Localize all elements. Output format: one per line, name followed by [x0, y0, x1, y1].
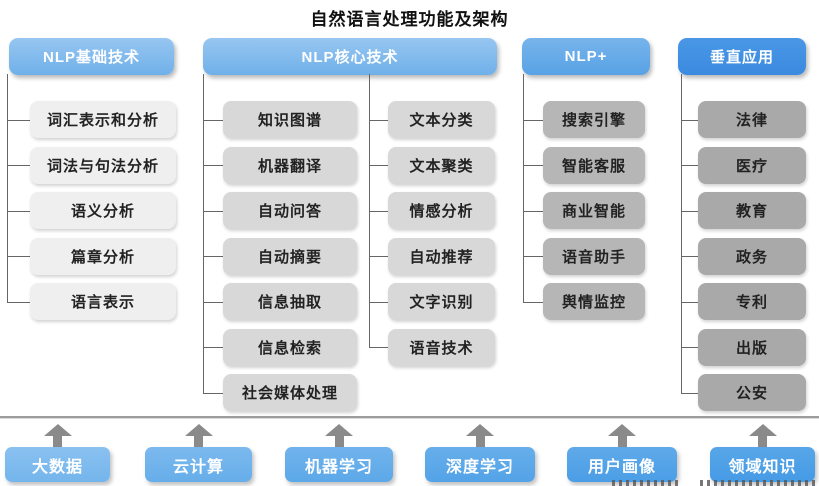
tree-node: 机器翻译 — [203, 146, 357, 184]
foundation-divider — [0, 416, 819, 419]
up-arrow-icon — [710, 424, 815, 447]
tree-node: 文本分类 — [369, 101, 495, 138]
tree-node: 智能客服 — [523, 146, 645, 184]
column-nlp-basic-tech: 词汇表示和分析 词法与句法分析 语义分析 篇章分析 语言表示 — [7, 101, 176, 320]
tree-node: 词汇表示和分析 — [7, 101, 176, 138]
tree-node: 政务 — [681, 237, 806, 275]
tree-node: 信息检索 — [203, 328, 357, 366]
watermark-fragment — [700, 480, 816, 486]
tree-node: 词法与句法分析 — [7, 146, 176, 184]
foundation-group: 机器学习 — [285, 424, 393, 482]
column-vertical-apps: 法律 医疗 教育 政务 专利 出版 公安 — [681, 101, 806, 411]
tree-node: 商业智能 — [523, 192, 645, 229]
tree-node: 语言表示 — [7, 283, 176, 320]
watermark-fragment — [612, 480, 678, 486]
tree-node: 公安 — [681, 374, 806, 411]
foundation-group: 领域知识 — [710, 424, 815, 482]
tree-node: 舆情监控 — [523, 283, 645, 320]
tree-node: 教育 — [681, 192, 806, 229]
foundation-group: 大数据 — [5, 424, 110, 482]
foundation-box: 云计算 — [145, 447, 252, 482]
connector-spine — [681, 74, 682, 393]
foundation-box: 大数据 — [5, 447, 110, 482]
foundation-box: 深度学习 — [425, 447, 535, 482]
column-nlp-plus: 搜索引擎 智能客服 商业智能 语音助手 舆情监控 — [523, 101, 645, 320]
tree-node: 篇章分析 — [7, 237, 176, 275]
column-header-vertical-apps: 垂直应用 — [678, 38, 806, 75]
column-header-nlp-plus: NLP+ — [522, 38, 650, 75]
tree-node: 自动摘要 — [203, 237, 357, 275]
foundation-box: 用户画像 — [567, 447, 677, 482]
column-nlp-core-tech-left: 知识图谱 机器翻译 自动问答 自动摘要 信息抽取 信息检索 社会媒体处理 — [203, 101, 357, 411]
foundation-group: 用户画像 — [567, 424, 677, 482]
tree-node: 信息抽取 — [203, 283, 357, 320]
column-header-nlp-core-tech: NLP核心技术 — [203, 38, 497, 75]
tree-node: 专利 — [681, 283, 806, 320]
tree-node: 情感分析 — [369, 192, 495, 229]
up-arrow-icon — [567, 424, 677, 447]
tree-node: 语音技术 — [369, 328, 495, 366]
foundation-box: 机器学习 — [285, 447, 393, 482]
tree-node: 文字识别 — [369, 283, 495, 320]
column-header-nlp-basic-tech: NLP基础技术 — [9, 38, 174, 75]
tree-node: 医疗 — [681, 146, 806, 184]
tree-node: 自动问答 — [203, 192, 357, 229]
column-nlp-core-tech-right: 文本分类 文本聚类 情感分析 自动推荐 文字识别 语音技术 — [369, 101, 495, 366]
foundation-group: 深度学习 — [425, 424, 535, 482]
tree-node: 搜索引擎 — [523, 101, 645, 138]
up-arrow-icon — [145, 424, 252, 447]
up-arrow-icon — [285, 424, 393, 447]
tree-node: 语音助手 — [523, 237, 645, 275]
foundation-box: 领域知识 — [710, 447, 815, 482]
up-arrow-icon — [5, 424, 110, 447]
tree-node: 语义分析 — [7, 192, 176, 229]
tree-node: 知识图谱 — [203, 101, 357, 138]
connector-spine — [203, 74, 204, 393]
diagram-title: 自然语言处理功能及架构 — [310, 10, 509, 29]
tree-node: 出版 — [681, 328, 806, 366]
foundation-group: 云计算 — [145, 424, 252, 482]
up-arrow-icon — [425, 424, 535, 447]
connector-spine — [523, 74, 524, 302]
tree-node: 文本聚类 — [369, 146, 495, 184]
connector-spine — [7, 74, 8, 302]
tree-node: 法律 — [681, 101, 806, 138]
tree-node: 自动推荐 — [369, 237, 495, 275]
tree-node: 社会媒体处理 — [203, 374, 357, 411]
